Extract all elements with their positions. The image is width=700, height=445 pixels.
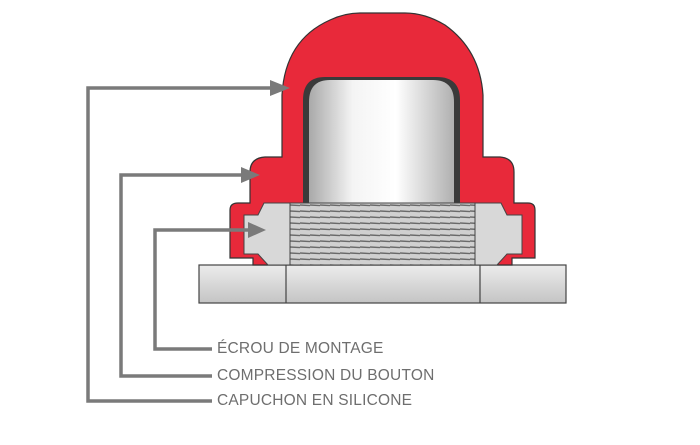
mounting-nut <box>243 202 523 266</box>
label-button-compression: COMPRESSION DU BOUTON <box>217 367 435 384</box>
leader-silicone-cap <box>86 86 272 403</box>
arrowhead-icon <box>270 80 290 96</box>
label-silicone-cap: CAPUCHON EN SILICONE <box>217 392 413 409</box>
base-panel <box>198 264 567 304</box>
label-mounting-nut: ÉCROU DE MONTAGE <box>217 340 384 357</box>
arrowhead-icon <box>248 222 266 238</box>
arrowhead-icon <box>241 167 260 183</box>
leader-mounting-nut <box>153 228 250 351</box>
leader-button-compression <box>119 173 243 378</box>
